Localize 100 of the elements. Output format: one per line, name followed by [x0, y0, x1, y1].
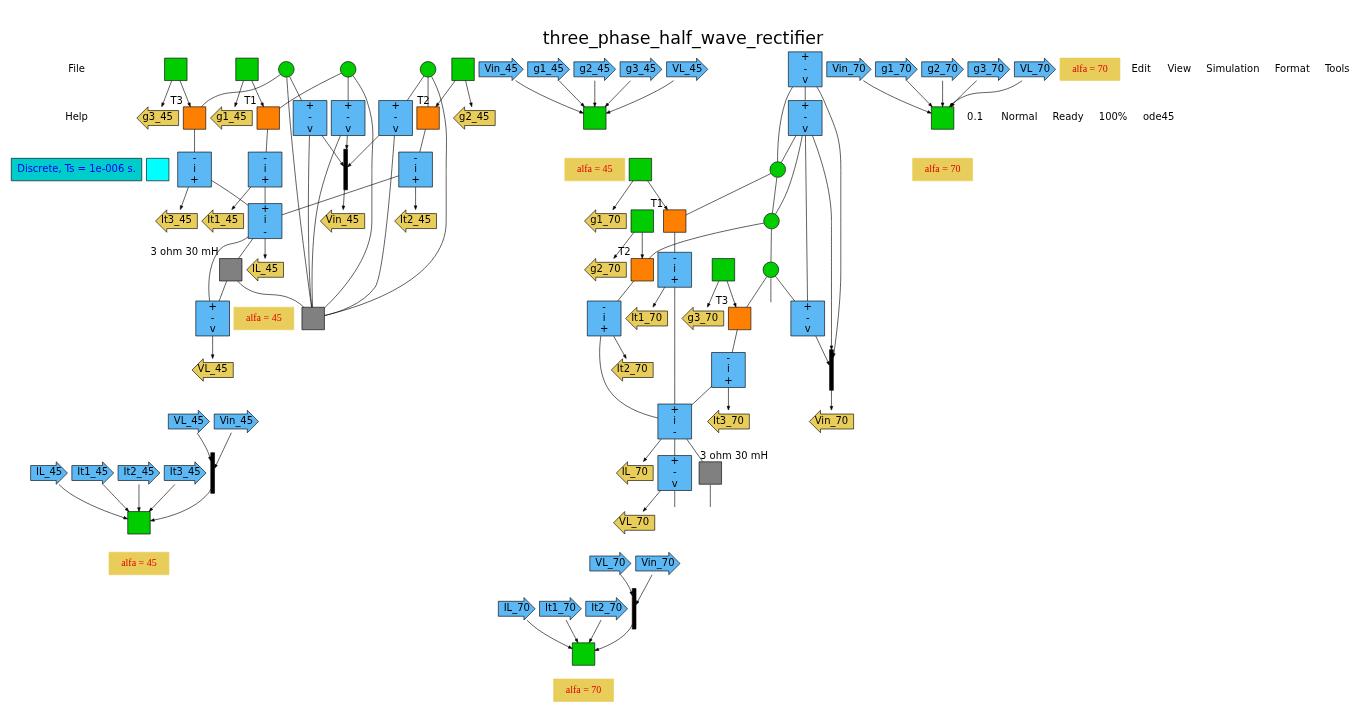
node-label: T2 — [417, 94, 430, 106]
connector — [324, 74, 374, 308]
node-box — [583, 106, 607, 130]
arrow — [652, 286, 666, 307]
arrow — [234, 79, 244, 107]
arrow — [726, 280, 737, 307]
node-box: alfa = 70 — [1059, 57, 1121, 81]
node-box — [572, 642, 596, 666]
label: Ready — [1052, 110, 1084, 122]
arrow — [137, 483, 141, 512]
arrow — [102, 483, 130, 512]
arrow — [413, 186, 418, 210]
node-label: T2 — [618, 245, 631, 257]
label: View — [1167, 62, 1192, 74]
connector — [648, 222, 765, 259]
connector — [211, 179, 249, 206]
node-box — [219, 257, 243, 281]
connector — [237, 280, 305, 307]
node-box: alfa = 70 — [553, 678, 614, 702]
arrow — [180, 186, 189, 210]
arrow — [465, 79, 473, 107]
connector — [324, 134, 395, 316]
arrow — [829, 389, 834, 410]
arrow — [643, 438, 662, 462]
arrow — [605, 79, 674, 114]
node-box — [663, 209, 687, 233]
node-box — [183, 106, 207, 130]
arrow — [565, 619, 579, 643]
node-box: - i + — [398, 151, 433, 187]
arrow — [148, 483, 176, 512]
node-box: + - v — [292, 99, 328, 136]
arrow — [726, 386, 731, 410]
node-box: + - v — [195, 300, 230, 336]
connector — [311, 134, 341, 307]
arrow — [815, 335, 830, 366]
node-box — [628, 157, 652, 181]
node-box — [235, 57, 259, 81]
arrow — [604, 79, 631, 107]
node-circle — [769, 160, 786, 178]
arrow — [647, 180, 668, 210]
connector — [238, 237, 254, 259]
arrow — [620, 574, 633, 596]
connector — [218, 280, 227, 301]
connector — [780, 134, 797, 163]
label: Simulation — [1206, 62, 1260, 74]
label: Edit — [1131, 62, 1151, 74]
node-box: + - v — [378, 99, 413, 136]
node-box: - i + — [587, 300, 622, 336]
connector — [279, 72, 342, 109]
node-box: + i - — [247, 202, 283, 239]
connector — [777, 86, 793, 162]
node-box: + - v — [788, 99, 823, 136]
node-box — [711, 257, 735, 281]
arrow — [588, 619, 602, 643]
connector — [674, 438, 676, 456]
connector — [674, 231, 676, 253]
connector — [772, 176, 778, 214]
node-box: - i + — [711, 351, 746, 388]
node-circle — [762, 261, 779, 278]
node-label: 3 ohm 30 mH — [150, 245, 219, 257]
node-box — [127, 510, 151, 534]
node-box: alfa = 70 — [912, 157, 973, 181]
node-box: + - v — [788, 51, 823, 87]
arrow — [341, 189, 346, 210]
node-box — [256, 106, 280, 130]
arrow — [906, 79, 933, 107]
node-box: Discrete, Ts = 1e-006 s. — [10, 157, 143, 181]
arrow — [613, 231, 635, 259]
connector — [686, 438, 703, 462]
node-box: - i + — [177, 151, 212, 187]
node-label: T1 — [244, 94, 257, 106]
connector — [419, 128, 426, 152]
arrow — [214, 432, 232, 469]
arrow — [196, 432, 212, 461]
arrow — [321, 134, 344, 166]
label: Help — [65, 110, 88, 122]
connector — [691, 385, 712, 405]
arrow — [435, 79, 456, 107]
node-circle — [340, 60, 357, 77]
node-box — [931, 106, 955, 130]
arrow — [211, 335, 215, 359]
connector — [731, 328, 738, 353]
node-box — [630, 209, 654, 233]
connector — [286, 76, 312, 307]
node-label: T1 — [650, 197, 664, 209]
node-box: + - v — [790, 300, 825, 336]
arrow — [612, 180, 634, 210]
arrow — [941, 79, 945, 107]
arrow — [150, 488, 212, 522]
node-box: + - v — [331, 99, 366, 136]
label: 100% — [1098, 110, 1128, 122]
node-box — [630, 257, 654, 281]
connector — [775, 134, 803, 214]
node-box: - i + — [657, 251, 692, 288]
label: Normal — [1001, 110, 1038, 122]
node-circle — [763, 212, 780, 229]
diagram-title: three_phase_half_wave_rectifier — [542, 27, 824, 48]
arrow — [812, 134, 834, 350]
node-label: 3 ohm 30 mH — [700, 449, 769, 461]
arrow — [526, 619, 573, 649]
